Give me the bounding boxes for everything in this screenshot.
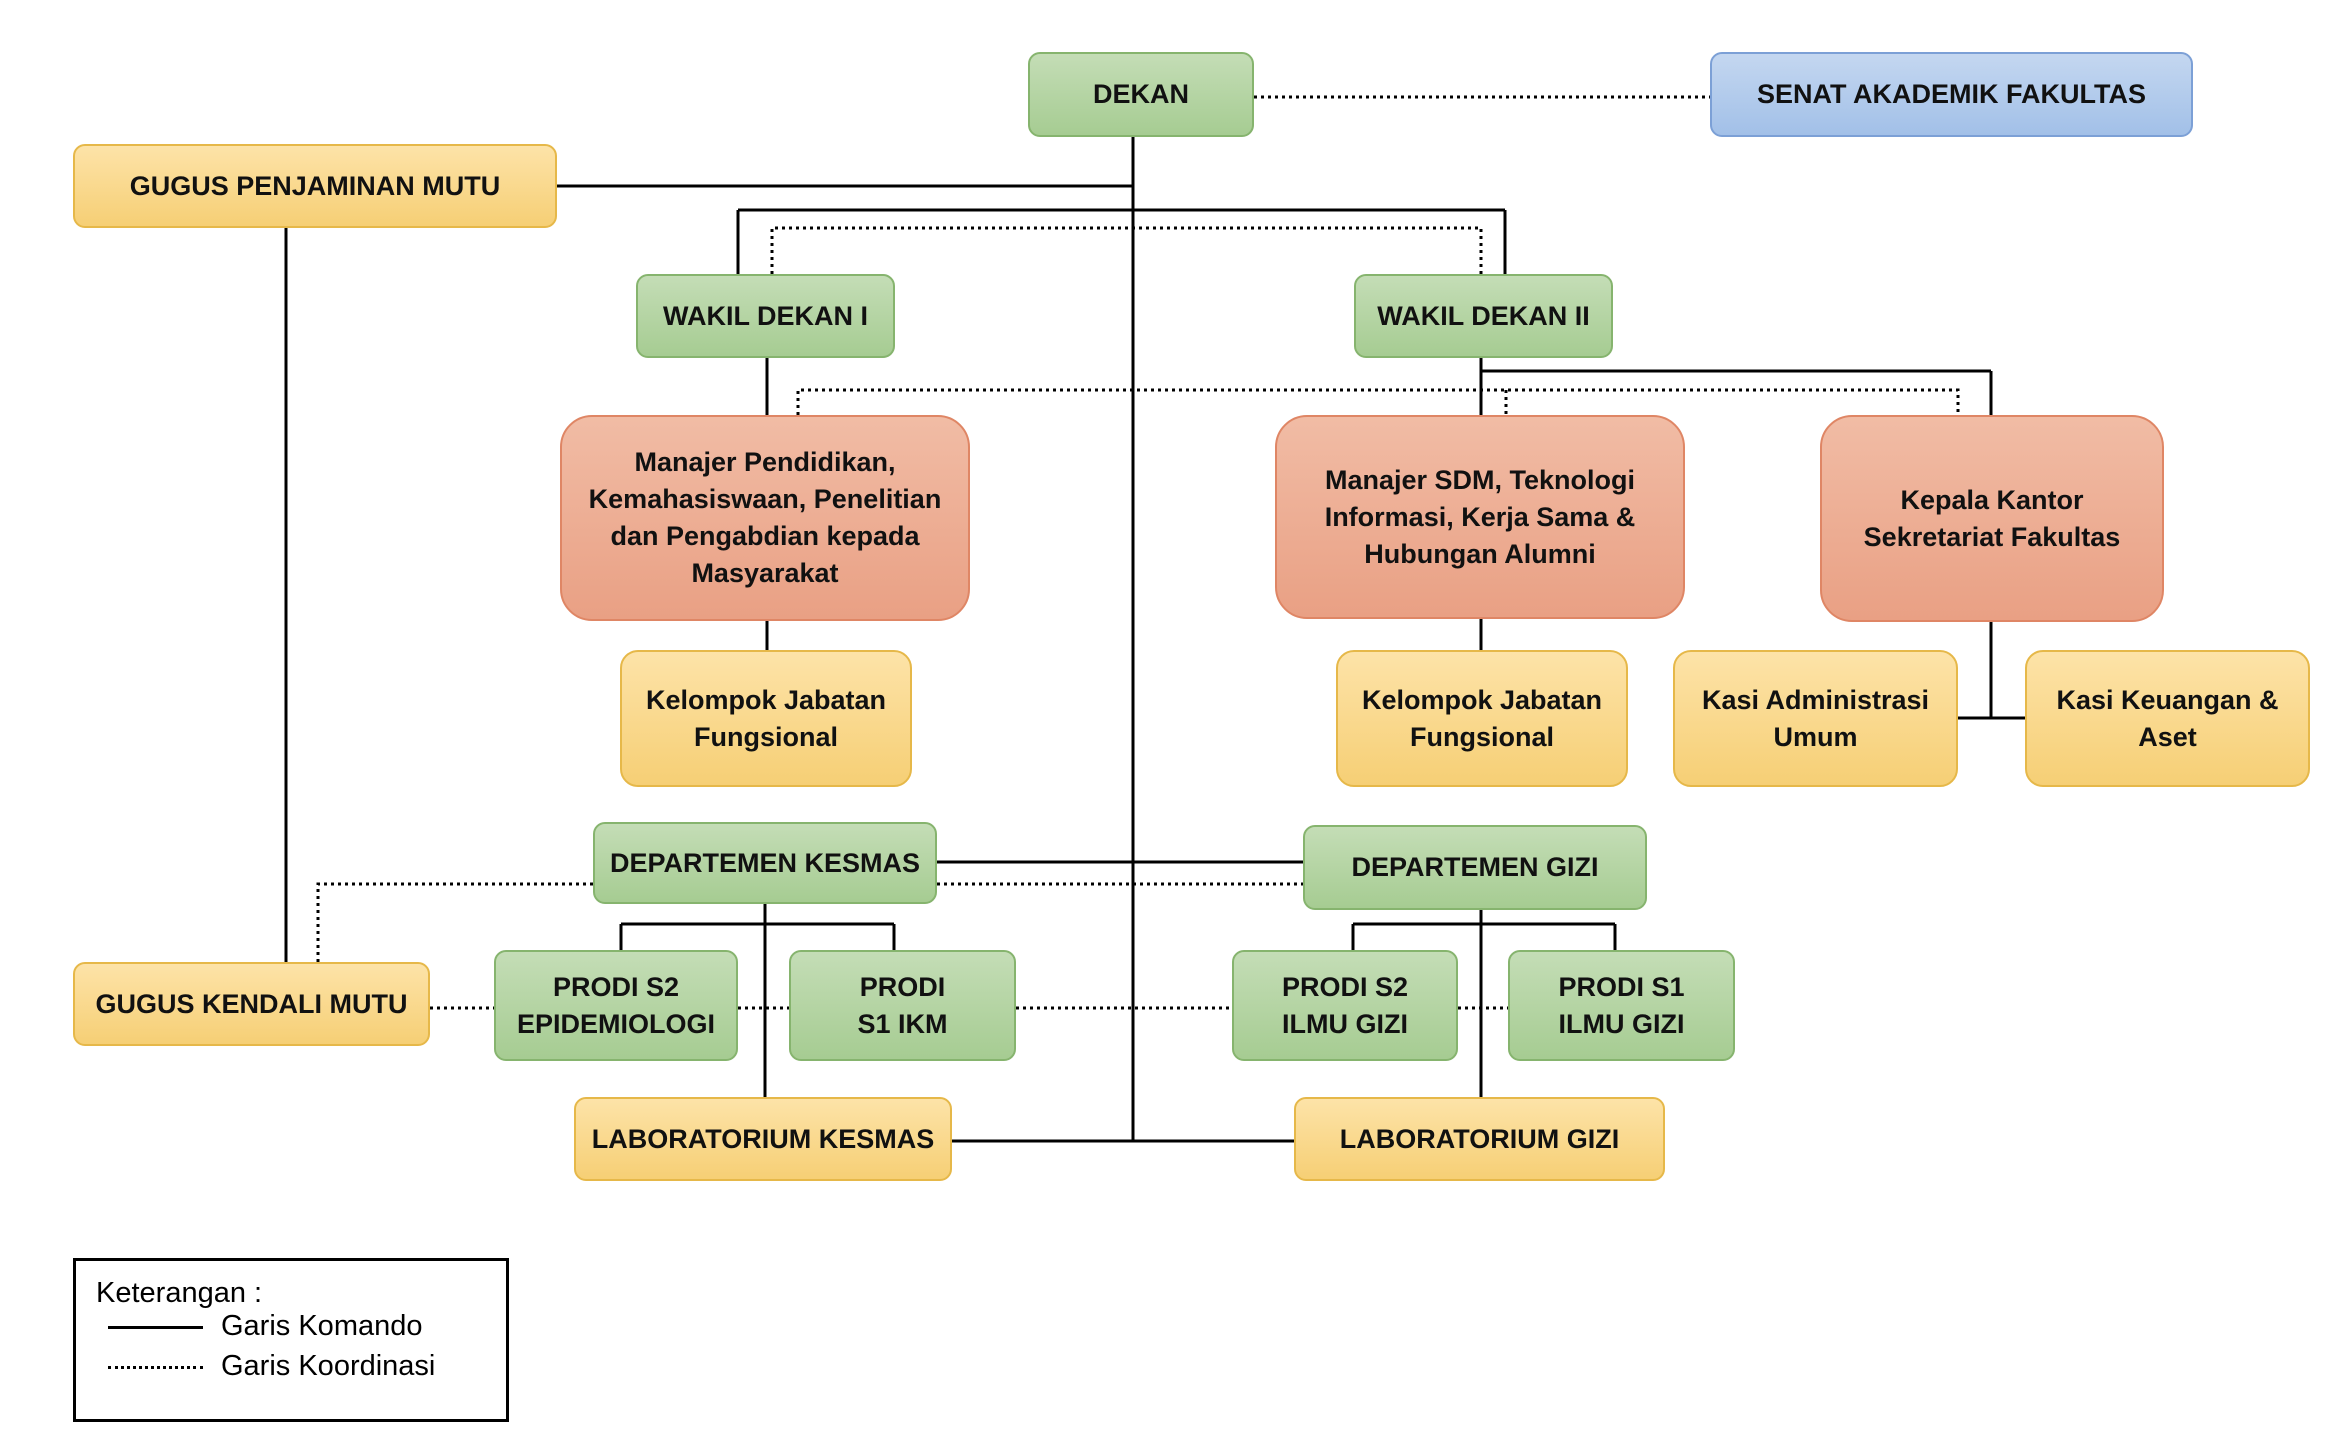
prodi-s2-epidemiologi-box: PRODI S2 EPIDEMIOLOGI xyxy=(494,950,738,1061)
laboratorium-gizi-box: LABORATORIUM GIZI xyxy=(1294,1097,1665,1181)
manajer-pendidikan-box: Manajer Pendidikan, Kemahasiswaan, Penel… xyxy=(560,415,970,621)
wakil-dekan-1-box: WAKIL DEKAN I xyxy=(636,274,895,358)
legend-dotted-line-sample xyxy=(108,1366,203,1369)
senat-akademik-box: SENAT AKADEMIK FAKULTAS xyxy=(1710,52,2193,137)
kepala-kantor-box: Kepala Kantor Sekretariat Fakultas xyxy=(1820,415,2164,622)
departemen-kesmas-box: DEPARTEMEN KESMAS xyxy=(593,822,937,904)
kasi-administrasi-umum-box: Kasi Administrasi Umum xyxy=(1673,650,1958,787)
legend-title: Keterangan : xyxy=(96,1277,263,1309)
legend-coordination-label: Garis Koordinasi xyxy=(221,1350,436,1382)
manajer-sdm-box: Manajer SDM, Teknologi Informasi, Kerja … xyxy=(1275,415,1685,619)
legend-command-label: Garis Komando xyxy=(221,1310,423,1342)
departemen-gizi-box: DEPARTEMEN GIZI xyxy=(1303,825,1647,910)
kelompok-jabatan-fungsional-2-box: Kelompok Jabatan Fungsional xyxy=(1336,650,1628,787)
legend: Keterangan : Garis Komando Garis Koordin… xyxy=(73,1258,509,1422)
prodi-s2-ilmu-gizi-box: PRODI S2 ILMU GIZI xyxy=(1232,950,1458,1061)
laboratorium-kesmas-box: LABORATORIUM KESMAS xyxy=(574,1097,952,1181)
wakil-dekan-2-box: WAKIL DEKAN II xyxy=(1354,274,1613,358)
dekan-box: DEKAN xyxy=(1028,52,1254,137)
legend-solid-line-sample xyxy=(108,1326,203,1329)
kasi-keuangan-aset-box: Kasi Keuangan & Aset xyxy=(2025,650,2310,787)
prodi-s1-ikm-box: PRODI S1 IKM xyxy=(789,950,1016,1061)
gugus-kendali-mutu-box: GUGUS KENDALI MUTU xyxy=(73,962,430,1046)
kelompok-jabatan-fungsional-1-box: Kelompok Jabatan Fungsional xyxy=(620,650,912,787)
gugus-penjaminan-mutu-box: GUGUS PENJAMINAN MUTU xyxy=(73,144,557,228)
prodi-s1-ilmu-gizi-box: PRODI S1 ILMU GIZI xyxy=(1508,950,1735,1061)
